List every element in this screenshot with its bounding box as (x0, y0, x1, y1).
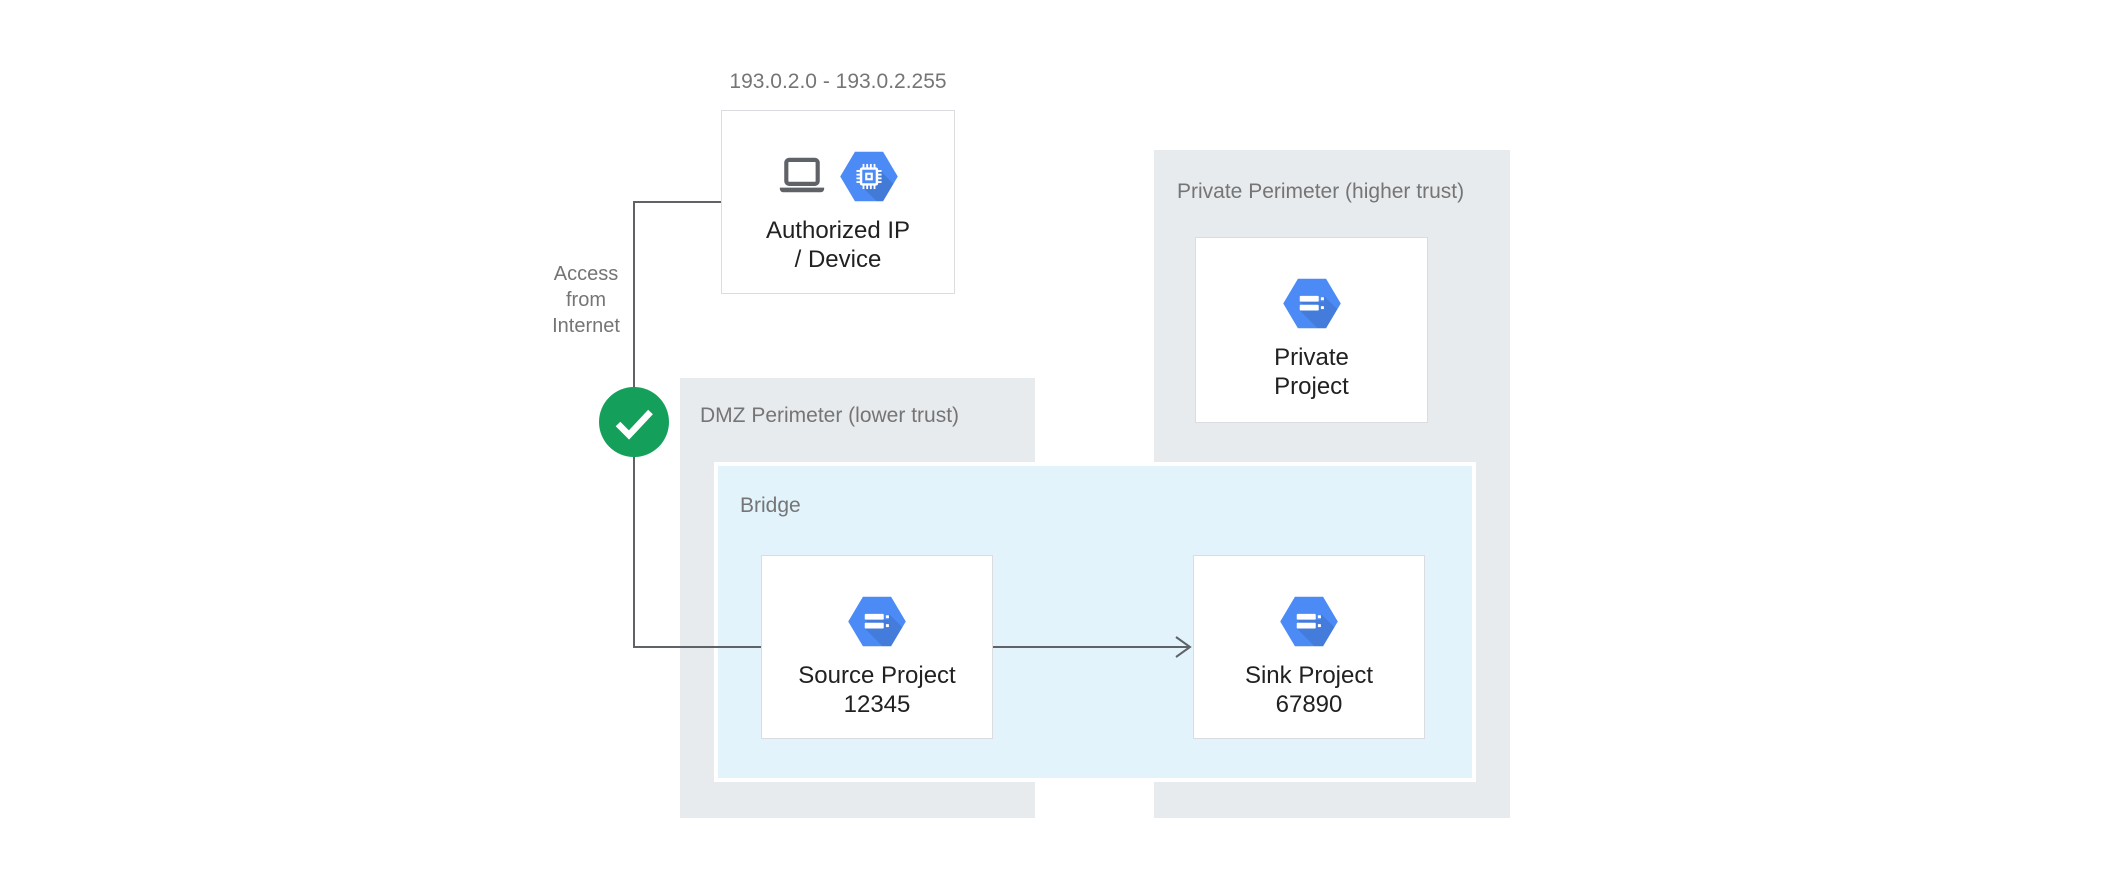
dmz-perimeter-label: DMZ Perimeter (lower trust) (700, 404, 960, 427)
project-hexagon-icon (1280, 596, 1338, 646)
bridge-label: Bridge (740, 494, 801, 517)
compute-engine-hexagon-icon (839, 151, 898, 201)
access-from-internet-label: Access from Internet (552, 263, 620, 337)
project-hexagon-icon (848, 596, 906, 646)
node-source-project: Source Project 12345 (761, 555, 993, 739)
project-hexagon-icon (1282, 278, 1341, 328)
private-icon-row (1282, 276, 1342, 330)
sink-node-title: Sink Project 67890 (1244, 662, 1374, 718)
authorized-node-title: Authorized IP / Device (765, 217, 911, 273)
node-private-project: Private Project (1195, 237, 1428, 423)
node-authorized-ip-device: Authorized IP / Device (721, 110, 955, 294)
private-node-title: Private Project (1274, 344, 1349, 400)
source-icon-row (847, 594, 907, 648)
laptop-icon (779, 157, 824, 192)
source-node-title: Source Project 12345 (798, 662, 956, 718)
private-perimeter-label: Private Perimeter (higher trust) (1177, 180, 1465, 203)
check-icon (615, 409, 653, 440)
access-allowed-badge (599, 387, 669, 457)
authorized-icon-row (778, 149, 899, 203)
ip-range-label: 193.0.2.0 - 193.0.2.255 (729, 70, 947, 93)
sink-icon-row (1279, 594, 1339, 648)
node-sink-project: Sink Project 67890 (1193, 555, 1425, 739)
